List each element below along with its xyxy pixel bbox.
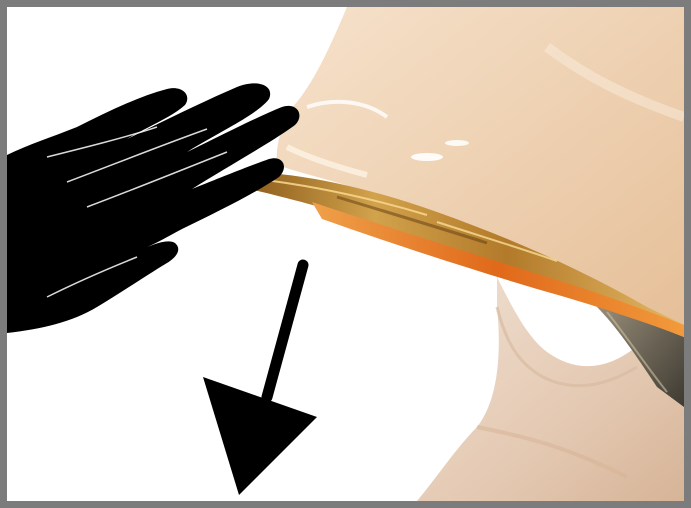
helmet-shell [277,7,684,329]
hand-silhouette-icon [7,83,299,333]
illustration [7,7,684,501]
arrow-down-left-icon [203,265,317,495]
